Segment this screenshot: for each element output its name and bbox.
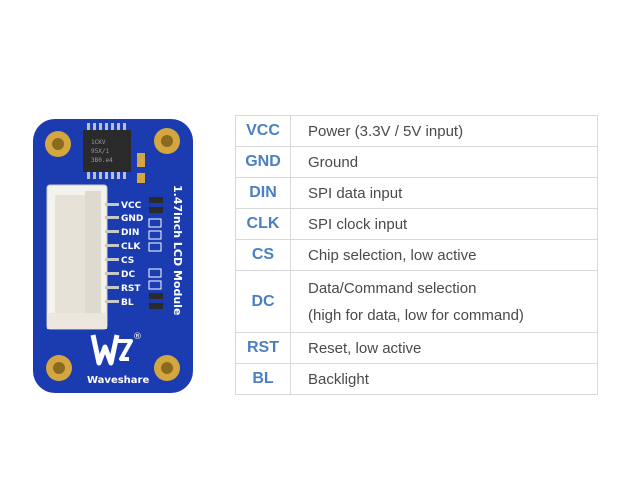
table-row: BL Backlight	[235, 363, 598, 395]
pcb-label-rst: RST	[121, 284, 141, 294]
pcb-label-gnd: GND	[121, 214, 143, 224]
table-row: DIN SPI data input	[235, 177, 598, 209]
connector-leads	[105, 203, 119, 303]
pin-name: VCC	[235, 115, 291, 147]
registered-mark: ®	[133, 332, 142, 342]
board-title: 1.47inch LCD Module	[171, 185, 184, 315]
connector	[46, 184, 108, 330]
table-row: CLK SPI clock input	[235, 208, 598, 240]
brand-name: Waveshare	[87, 375, 149, 386]
mounting-hole-bottom-right	[154, 355, 180, 381]
smd-components	[148, 197, 163, 309]
pin-description: SPI data input	[290, 177, 598, 209]
pin-name: DIN	[235, 177, 291, 209]
pin-name: CLK	[235, 208, 291, 240]
mounting-hole-top-right	[154, 128, 180, 154]
pin-name: CS	[235, 239, 291, 271]
board-graphic: 1CKV 95X/1 3B0.e4 VCC GND DIN CLK CS	[33, 119, 193, 393]
pcb-label-cs: CS	[121, 256, 134, 266]
table-row: DC Data/Command selection (high for data…	[235, 270, 598, 333]
pin-description: Power (3.3V / 5V input)	[290, 115, 598, 147]
pcb-label-dc: DC	[121, 270, 135, 280]
table-row: GND Ground	[235, 146, 598, 178]
pin-description: Backlight	[290, 363, 598, 395]
pin-description: Data/Command selection (high for data, l…	[290, 270, 598, 333]
waveshare-logo-icon	[90, 334, 133, 366]
pin-name: GND	[235, 146, 291, 178]
smd-part	[137, 153, 145, 167]
pcb-label-vcc: VCC	[121, 201, 142, 211]
pin-description: Chip selection, low active	[290, 239, 598, 271]
pcb-label-clk: CLK	[121, 242, 141, 252]
pin-table: VCC Power (3.3V / 5V input) GND Ground D…	[235, 115, 598, 395]
mounting-hole-top-left	[45, 131, 71, 157]
table-row: VCC Power (3.3V / 5V input)	[235, 115, 598, 147]
chip-text-1: 1CKV	[91, 139, 106, 146]
pin-name: RST	[235, 332, 291, 364]
chip-text-3: 3B0.e4	[91, 157, 113, 164]
table-row: RST Reset, low active	[235, 332, 598, 364]
pcb-label-din: DIN	[121, 228, 139, 238]
pin-description-line: (high for data, low for command)	[308, 306, 524, 324]
mounting-hole-bottom-left	[46, 355, 72, 381]
pin-description-line: Data/Command selection	[308, 279, 477, 297]
pin-name: DC	[235, 270, 291, 333]
chip-text-2: 95X/1	[91, 148, 109, 155]
table-row: CS Chip selection, low active	[235, 239, 598, 271]
pin-name: BL	[235, 363, 291, 395]
smd-part	[137, 173, 145, 183]
pcb-label-bl: BL	[121, 298, 134, 308]
pin-description: Reset, low active	[290, 332, 598, 364]
ic-chip: 1CKV 95X/1 3B0.e4	[83, 123, 131, 179]
pin-description: Ground	[290, 146, 598, 178]
pcb-pin-labels: VCC GND DIN CLK CS DC RST BL	[121, 201, 143, 308]
lcd-module-board: 1CKV 95X/1 3B0.e4 VCC GND DIN CLK CS	[33, 119, 193, 393]
pin-description: SPI clock input	[290, 208, 598, 240]
